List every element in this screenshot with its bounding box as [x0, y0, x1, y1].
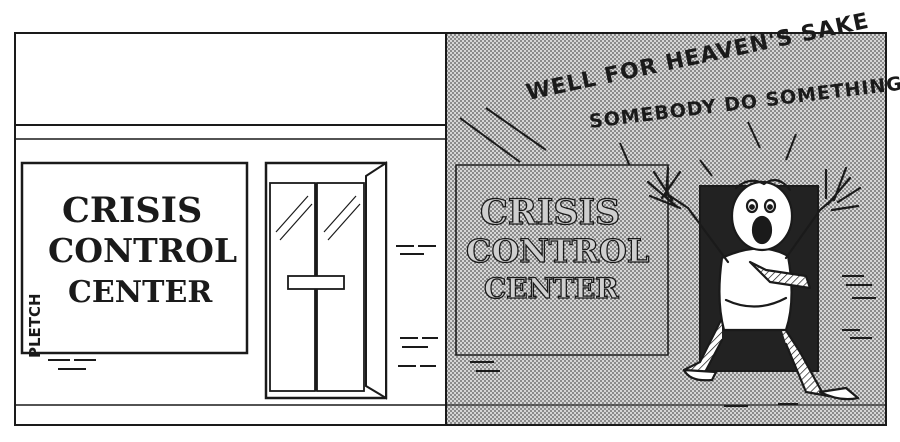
shaded-sign-line-center: CENTER — [484, 272, 619, 305]
crisis-center-sign-shaded — [455, 164, 669, 356]
left-hand — [646, 166, 682, 210]
panicking-man — [646, 166, 862, 401]
glass-door — [264, 161, 388, 400]
brick-marks — [48, 245, 438, 370]
crisis-center-sign — [20, 161, 249, 355]
left-panel: CRISIS CONTROL CENTER PLETCH — [14, 32, 447, 426]
right-panel: WELL FOR HEAVEN'S SAKE SOMEBODY DO SOMET… — [445, 9, 900, 426]
artist-signature: PLETCH — [26, 293, 44, 358]
sign-line-crisis: CRISIS — [62, 190, 202, 231]
shaded-sign-line-crisis: CRISIS — [480, 192, 620, 233]
door-push-bar — [287, 275, 345, 290]
right-hand — [824, 166, 862, 212]
motion-lines — [459, 107, 797, 191]
brick-marks-shaded — [470, 275, 876, 407]
sign-line-control: CONTROL — [48, 231, 237, 270]
sign-line-center: CENTER — [68, 275, 213, 310]
shaded-sign-line-control: CONTROL — [466, 232, 649, 270]
screaming-mouth — [751, 215, 773, 245]
